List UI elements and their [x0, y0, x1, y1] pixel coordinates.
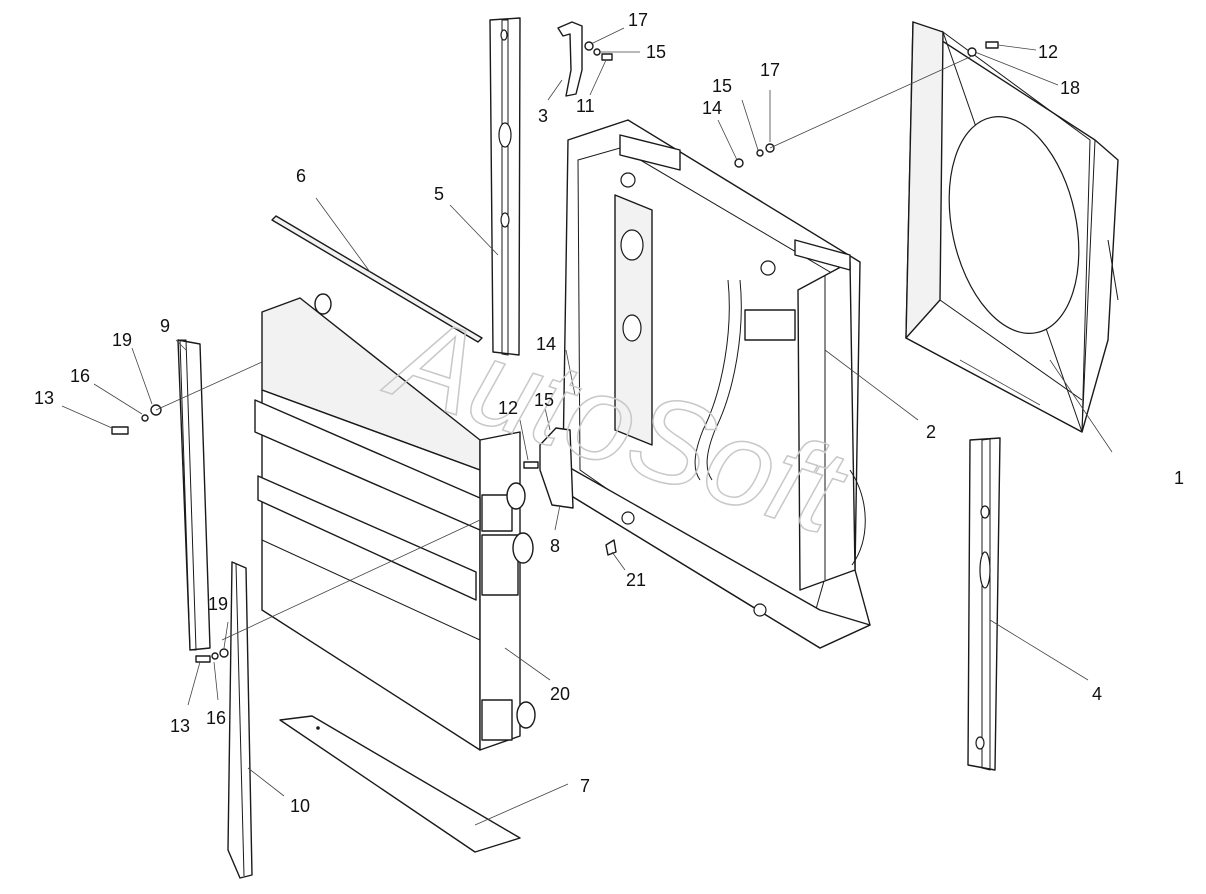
seal-strip-part-6 — [271, 215, 483, 343]
bottom-plate-part-7 — [279, 715, 521, 853]
callout-13-bottom: 13 — [170, 716, 190, 736]
washer-19-bottom — [219, 648, 229, 658]
callout-15-top: 15 — [646, 42, 666, 62]
handle-part-3 — [557, 21, 583, 97]
callout-18: 18 — [1060, 78, 1080, 98]
callout-17-right: 17 — [760, 60, 780, 80]
callout-7: 7 — [580, 776, 590, 796]
callout-14-mid: 14 — [536, 334, 556, 354]
washer-16-bottom — [211, 652, 219, 660]
leader-lines — [61, 27, 1113, 826]
callout-13-left: 13 — [34, 388, 54, 408]
fan-shroud-part-1 — [905, 21, 1119, 433]
callout-19-bottom: 19 — [208, 594, 228, 614]
bolt-13-bottom — [195, 655, 211, 663]
callout-17-top: 17 — [628, 10, 648, 30]
callout-14-top: 14 — [702, 98, 722, 118]
callout-12-mid: 12 — [498, 398, 518, 418]
callout-5: 5 — [434, 184, 444, 204]
callout-8: 8 — [550, 536, 560, 556]
callout-labels: 1 2 3 4 5 6 7 8 9 10 11 12 12 13 13 14 1… — [34, 10, 1184, 816]
callout-6: 6 — [296, 166, 306, 186]
nut-14-top — [734, 158, 744, 168]
callout-10: 10 — [290, 796, 310, 816]
callout-4: 4 — [1092, 684, 1102, 704]
callout-19-left: 19 — [112, 330, 132, 350]
callout-9: 9 — [160, 316, 170, 336]
fitting-21 — [605, 539, 617, 556]
callout-1: 1 — [1174, 468, 1184, 488]
callout-15-mid: 15 — [534, 390, 554, 410]
callout-2: 2 — [926, 422, 936, 442]
callout-15-right: 15 — [712, 76, 732, 96]
radiator-frame-part-2 — [562, 119, 871, 649]
vertical-bar-part-5 — [489, 17, 521, 356]
washer-16-left — [141, 414, 149, 422]
side-channel-part-9 — [177, 339, 211, 651]
callout-20: 20 — [550, 684, 570, 704]
washer-18 — [967, 47, 977, 57]
callout-3: 3 — [538, 106, 548, 126]
callout-12-top: 12 — [1038, 42, 1058, 62]
bolt-11 — [601, 53, 613, 61]
side-channel-part-10 — [227, 561, 253, 879]
bolt-12-top — [985, 41, 999, 49]
washer-15-top — [593, 48, 601, 56]
washer-15-right — [756, 149, 764, 157]
callout-21: 21 — [626, 570, 646, 590]
bracket-part-8 — [539, 427, 574, 509]
radiator-core-part-20 — [254, 293, 536, 751]
callout-16-left: 16 — [70, 366, 90, 386]
callout-11: 11 — [576, 96, 595, 116]
bolt-13-left — [111, 426, 129, 435]
callout-16-bottom: 16 — [206, 708, 226, 728]
side-bar-part-4 — [967, 437, 1001, 771]
bolt-12-mid — [523, 461, 539, 469]
